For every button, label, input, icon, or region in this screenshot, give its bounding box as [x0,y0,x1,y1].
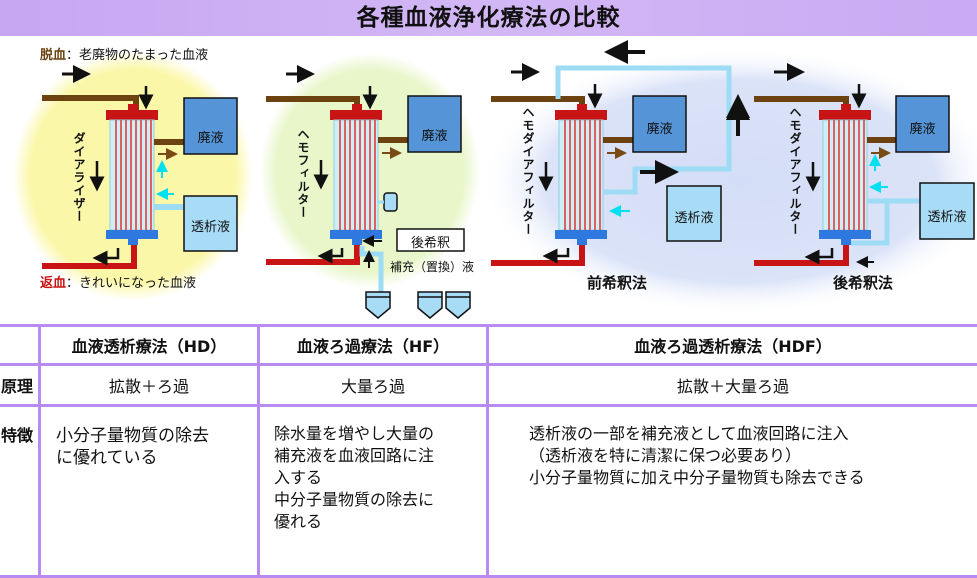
hf-substitution-bags [366,292,470,318]
table-header-corner [0,326,40,365]
hf-pump [384,193,397,211]
hdf-post-waste-label: 廃液 [896,118,949,137]
hf-bottom-cap [330,230,382,239]
table-row: 特徴 小分子量物質の除去 に優れている 除水量を増やし大量の 補充液を血液回路に… [0,406,977,577]
features-hdf: 透析液の一部を補充液として血液回路に注入 （透析液を特に清潔に保つ必要あり） 小… [488,406,977,577]
hdf-pre-waste-label: 廃液 [633,118,686,137]
row-label-features: 特徴 [0,406,40,577]
return-title: 返血 [40,276,66,291]
removal-desc: ：老廃物のたまった血液 [66,48,208,63]
table-header-hf: 血液ろ過療法（HF） [259,326,488,365]
hf-post-dilution-label: 後希釈 [397,232,464,251]
hf-waste-label: 廃液 [408,125,461,144]
hdf-pre-bottom-cap [555,230,607,239]
hdf-post-device-label: ヘモダイアフィルター [787,106,804,236]
features-hf-line: 入する [274,467,486,489]
hdf-pre-caption: 前希釈法 [587,272,647,293]
features-hd-line: 小分子量物質の除去 [56,425,257,447]
hd-return-label: 返血：きれいになった血液 [40,272,196,291]
hdf-pre-device-label: ヘモダイアフィルター [520,106,537,236]
table-header-row: 血液透析療法（HD） 血液ろ過療法（HF） 血液ろ過透析療法（HDF） [0,326,977,365]
features-hf-line: 優れる [274,511,486,533]
hf-device-label: ヘモフィルター [295,128,312,219]
features-hf-line: 補充液を血液回路に注 [274,445,486,467]
hdf-post-dialysate-label: 透析液 [920,206,974,225]
table-header-hd: 血液透析療法（HD） [40,326,259,365]
hd-dialysate-label: 透析液 [184,216,237,235]
return-desc: ：きれいになった血液 [66,276,196,291]
hd-device-label: ダイアライザー [71,132,88,223]
substitution-bag [418,292,442,318]
hdf-post-bottom-cap [819,230,871,239]
page-title: 各種血液浄化療法の比較 [0,0,977,36]
principle-hf: 大量ろ過 [259,365,488,406]
hd-waste-label: 廃液 [184,127,237,146]
comparison-table: 血液透析療法（HD） 血液ろ過療法（HF） 血液ろ過透析療法（HDF） 原理 拡… [0,324,977,578]
hd-bottom-cap [106,230,158,239]
features-hf-line: 中分子量物質の除去に [274,489,486,511]
features-hdf-line: 透析液の一部を補充液として血液回路に注入 [529,423,977,445]
features-hdf-line: （透析液を特に清潔に保つ必要あり） [529,445,977,467]
features-hd-line: に優れている [56,447,257,469]
substitution-bag [366,292,390,318]
hd-removal-label: 脱血：老廃物のたまった血液 [40,44,208,63]
features-hdf-line: 小分子量物質に加え中分子量物質も除去できる [529,467,977,489]
hdf-post-caption: 後希釈法 [833,272,893,293]
table-header-hdf: 血液ろ過透析療法（HDF） [488,326,977,365]
principle-hd: 拡散＋ろ過 [40,365,259,406]
features-hf-line: 除水量を増やし大量の [274,423,486,445]
removal-title: 脱血 [40,48,66,63]
hdf-pre-dialysate-label: 透析液 [667,207,721,226]
substitution-bag [446,292,470,318]
features-hd: 小分子量物質の除去 に優れている [40,406,259,577]
features-hf: 除水量を増やし大量の 補充液を血液回路に注 入する 中分子量物質の除去に 優れる [259,406,488,577]
hf-substitution-label: 補充（置換）液 [390,258,474,275]
table-row: 原理 拡散＋ろ過 大量ろ過 拡散＋大量ろ過 [0,365,977,406]
row-label-principle: 原理 [0,365,40,406]
principle-hdf: 拡散＋大量ろ過 [488,365,977,406]
